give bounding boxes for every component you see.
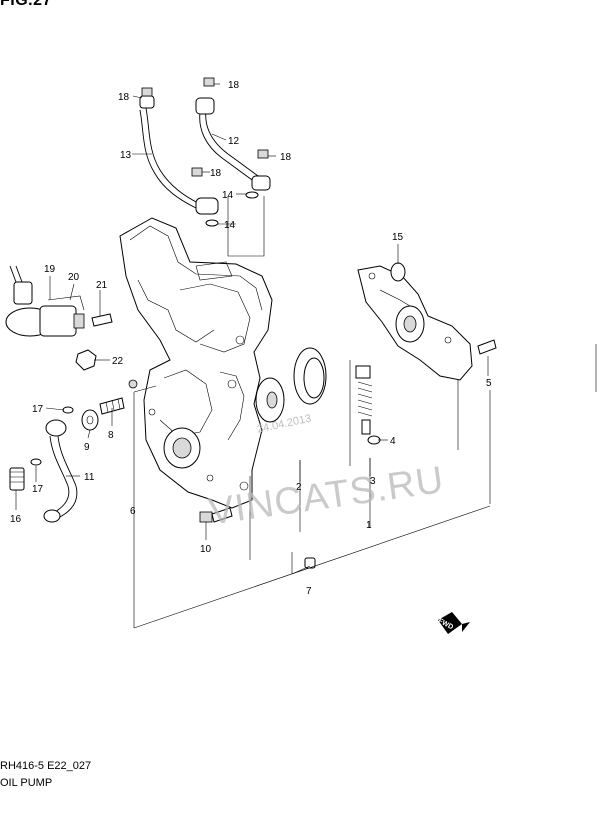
leader-lines (15, 83, 491, 629)
callout-3: 3 (370, 476, 376, 487)
figure-name: OIL PUMP (0, 777, 53, 789)
washer-9 (81, 409, 99, 431)
figure-title: FIG.27 (0, 0, 52, 9)
o-ring-14-b (205, 219, 219, 227)
o-ring-14-a (245, 191, 259, 199)
fwd-arrow (438, 612, 470, 634)
figure-code: RH416-5 E22_027 (0, 760, 92, 772)
timing-chain-cover (119, 217, 273, 509)
callout-2: 2 (296, 482, 302, 493)
bolt-5 (477, 339, 497, 355)
callout-22: 22 (112, 356, 124, 367)
bolt-10 (199, 507, 233, 523)
callouts: 1 2 3 4 5 6 7 8 9 10 11 12 13 14 14 15 1… (10, 80, 492, 597)
callout-10: 10 (200, 544, 212, 555)
callout-18-a: 18 (118, 92, 130, 103)
callout-14-a: 14 (222, 190, 234, 201)
callout-18-b: 18 (228, 80, 240, 91)
callout-17-a: 17 (32, 404, 44, 415)
bolt-16 (9, 467, 25, 491)
oil-pipe-12 (195, 97, 271, 191)
callout-18-d: 18 (280, 152, 292, 163)
bolt-18-d (191, 167, 203, 177)
callout-17-b: 17 (32, 484, 44, 495)
bolt-8 (99, 397, 125, 415)
nut-22 (75, 349, 97, 371)
callout-21: 21 (96, 280, 108, 291)
callout-13: 13 (120, 150, 132, 161)
callout-7: 7 (306, 586, 312, 597)
oil-pump-rotor-inner (255, 377, 285, 423)
bolt-18-b (203, 77, 215, 87)
callout-15: 15 (392, 232, 404, 243)
oil-pump-case (357, 265, 473, 381)
callout-11: 11 (84, 472, 95, 483)
callout-4: 4 (390, 436, 396, 447)
callout-20: 20 (68, 272, 80, 283)
callout-6: 6 (130, 506, 136, 517)
callout-16: 16 (10, 514, 22, 525)
washer-17-a (62, 406, 74, 414)
callout-12: 12 (228, 136, 240, 147)
callout-19: 19 (44, 264, 56, 275)
oil-pipe-11 (43, 419, 78, 523)
callout-5: 5 (486, 378, 492, 389)
bolt-21 (91, 313, 113, 327)
relief-valve (355, 365, 373, 435)
bolt-18-c (257, 149, 269, 159)
bolt-18-a (141, 87, 153, 97)
dowel-top (128, 379, 138, 389)
oil-control-valve (5, 265, 85, 337)
callout-14-b: 14 (224, 220, 236, 231)
callout-8: 8 (108, 430, 114, 441)
oil-pipe-13 (139, 95, 219, 215)
callout-18-c: 18 (210, 168, 222, 179)
callout-1: 1 (366, 520, 372, 531)
callout-9: 9 (84, 442, 90, 453)
o-ring-15 (390, 262, 406, 282)
washer-17-b (30, 458, 42, 466)
oil-pump-rotor-outer (293, 347, 327, 405)
